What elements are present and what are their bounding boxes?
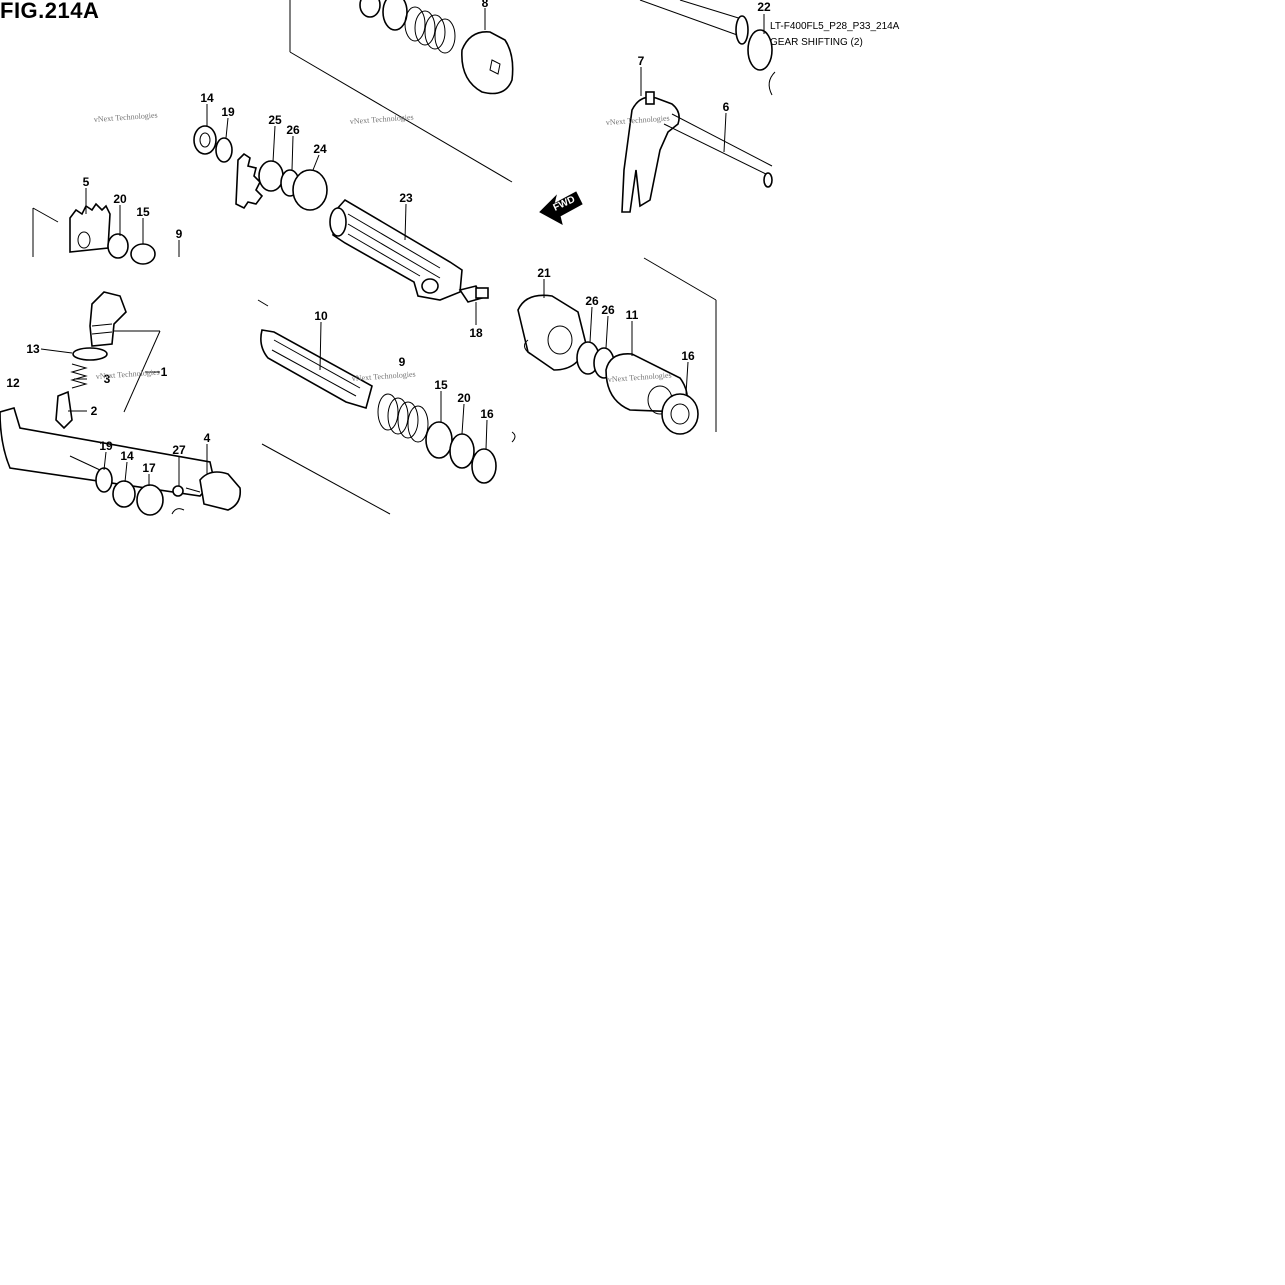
callout-12: 12 [6,376,20,390]
callout-18: 18 [469,326,483,340]
callout-5: 5 [83,175,90,189]
callout-1: 1 [161,365,168,379]
figure-title: FIG.214A [0,0,100,23]
watermark-2: vNext Technologies [350,113,414,126]
shift-fork-assembly [621,91,773,213]
left-gear-assembly [69,202,156,265]
figure-subtitle: GEAR SHIFTING (2) [770,37,863,48]
model-code: LT-F400FL5_P28_P33_214A [770,21,900,32]
watermark-4: vNext Technologies [96,368,160,381]
callout-4: 4 [204,431,211,445]
callout-26-right-a: 26 [585,294,599,308]
center-shaft-assembly [260,329,516,484]
callout-labels: 8 22 7 6 14 19 25 26 24 23 5 20 15 9 18 … [6,0,771,475]
callout-26: 26 [286,123,300,137]
callout-15: 15 [136,205,150,219]
callout-19: 19 [221,105,235,119]
watermark-3: vNext Technologies [606,114,670,127]
panel-frame-lines [32,0,717,515]
callout-8: 8 [482,0,489,10]
callout-11: 11 [626,308,639,322]
watermarks: vNext Technologies vNext Technologies vN… [94,111,672,384]
lower-left-parts [0,291,242,516]
callout-26-right-b: 26 [601,303,615,317]
top-spring-assembly [359,0,514,95]
callout-14: 14 [200,91,214,105]
callout-20: 20 [113,192,127,206]
callout-13: 13 [26,342,40,356]
fwd-arrow-icon: FWD [539,191,583,225]
callout-25: 25 [268,113,282,127]
callout-10: 10 [314,309,328,323]
upper-left-parts [193,125,489,303]
callout-23: 23 [399,191,413,205]
callout-2: 2 [91,404,98,418]
callout-9: 9 [176,227,183,241]
upper-right-shaft [639,0,776,96]
callout-21: 21 [537,266,551,280]
callout-16-center: 16 [480,407,494,421]
leader-lines [40,8,765,486]
callout-27: 27 [172,443,186,457]
callout-7: 7 [638,54,645,68]
callout-24: 24 [313,142,327,156]
callout-14-lower: 14 [120,449,134,463]
watermark-1: vNext Technologies [94,111,158,124]
watermark-5: vNext Technologies [352,370,416,383]
callout-9-center: 9 [399,355,406,369]
right-cam-assembly [517,294,699,435]
callout-22: 22 [757,0,771,14]
callout-19-lower: 19 [99,439,113,453]
callout-17: 17 [142,461,156,475]
callout-3: 3 [104,372,111,386]
callout-20-center: 20 [457,391,471,405]
watermark-6: vNext Technologies [608,371,672,384]
callout-16: 16 [681,349,695,363]
callout-6: 6 [723,100,730,114]
callout-15-center: 15 [434,378,448,392]
